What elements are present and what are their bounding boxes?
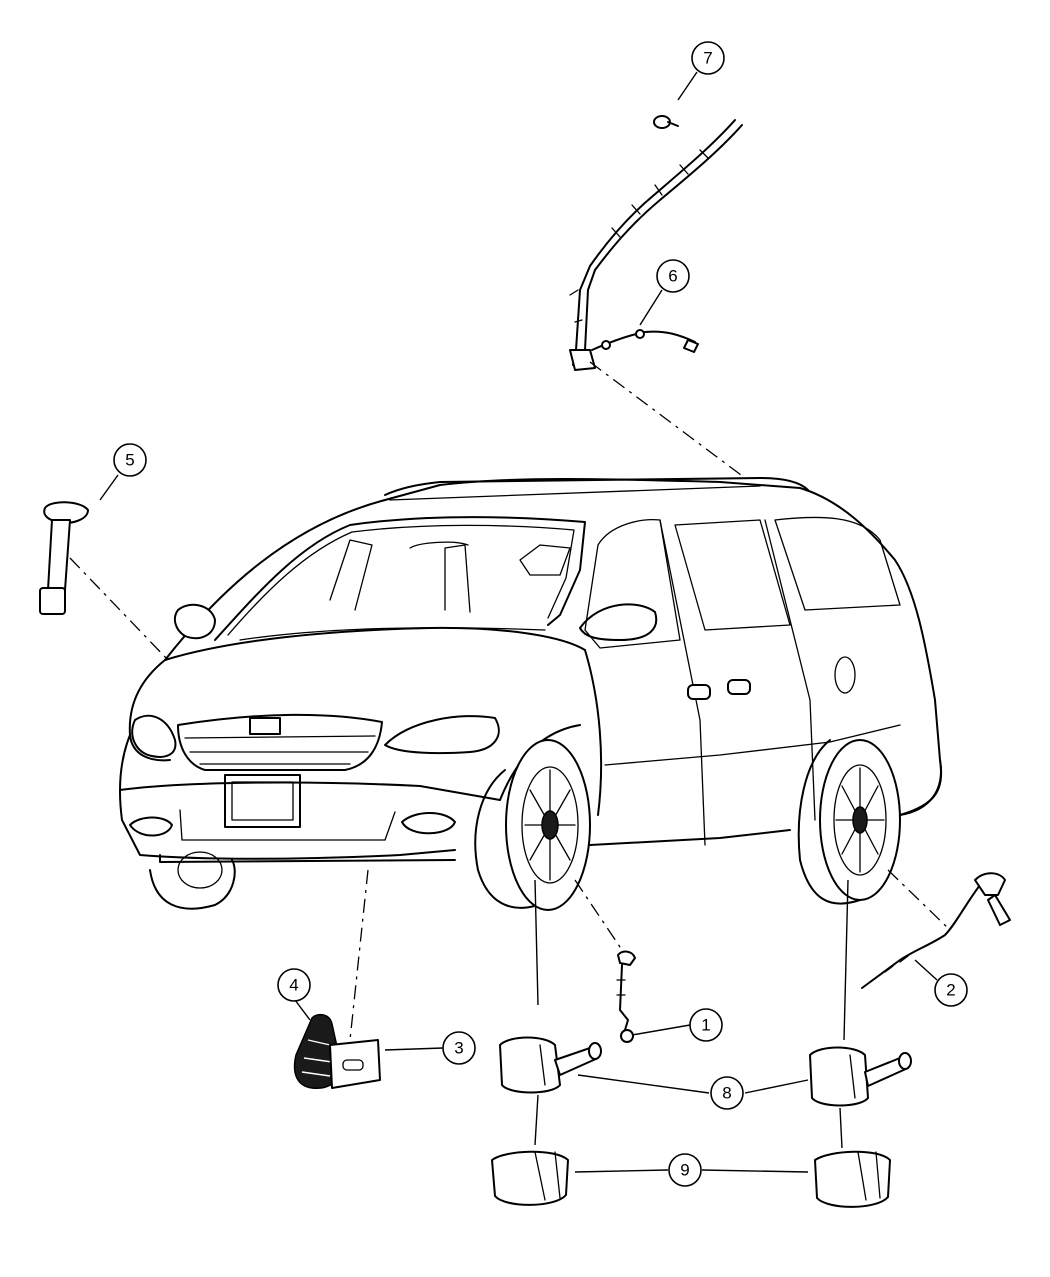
part-8-sensor-right <box>809 1046 912 1107</box>
callout-2: 2 <box>934 973 968 1007</box>
callout-9: 9 <box>668 1153 702 1187</box>
callout-4: 4 <box>277 968 311 1002</box>
part-5-component <box>39 501 89 615</box>
svg-text:7: 7 <box>703 49 712 68</box>
minivan-illustration <box>119 477 943 911</box>
svg-text:1: 1 <box>701 1016 710 1035</box>
svg-text:3: 3 <box>454 1039 463 1058</box>
svg-text:9: 9 <box>680 1161 689 1180</box>
part-1-sensor <box>616 950 636 1043</box>
callout-1: 1 <box>689 1008 723 1042</box>
reference-lines <box>69 361 951 1149</box>
leader-lines <box>99 71 938 1173</box>
callout-3: 3 <box>442 1031 476 1065</box>
part-9-housing-right <box>814 1150 891 1208</box>
svg-text:2: 2 <box>946 981 955 1000</box>
callout-6: 6 <box>656 259 690 293</box>
svg-text:6: 6 <box>668 267 677 286</box>
part-7-push-pin <box>653 115 679 129</box>
svg-text:5: 5 <box>125 451 134 470</box>
part-8-sensor-left <box>499 1036 602 1094</box>
part-4-key-fob <box>293 1013 342 1089</box>
curtain-airbag <box>569 119 743 371</box>
svg-text:4: 4 <box>289 976 298 995</box>
part-9-housing-left <box>491 1150 569 1206</box>
svg-text:8: 8 <box>722 1084 731 1103</box>
callout-8: 8 <box>710 1076 744 1110</box>
callout-7: 7 <box>691 41 725 75</box>
part-2-sensor <box>861 872 1011 989</box>
callout-5: 5 <box>113 443 147 477</box>
part-3-card <box>329 1039 381 1089</box>
part-6-sensor-wire <box>591 329 699 353</box>
